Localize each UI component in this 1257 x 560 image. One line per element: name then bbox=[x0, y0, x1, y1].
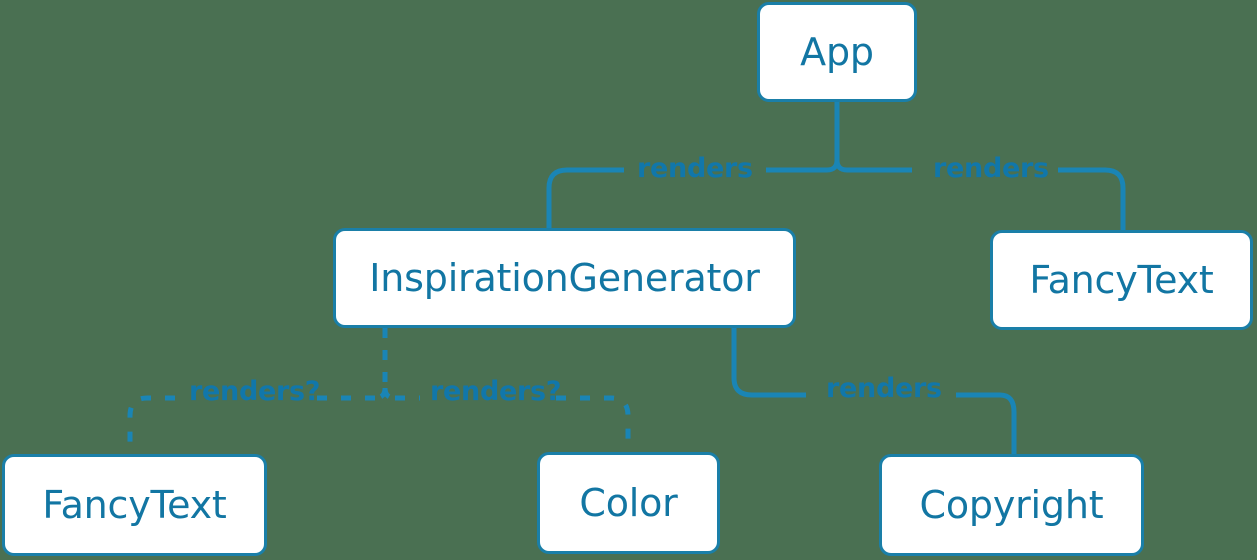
edge-inspiration-to-color-corner bbox=[556, 395, 631, 452]
edge-label-inspiration-to-fancytext: renders? bbox=[189, 376, 321, 407]
edge-app-junction-right bbox=[834, 159, 848, 173]
edge-label-inspiration-to-color: renders? bbox=[430, 376, 562, 407]
node-color[interactable]: Color bbox=[537, 452, 720, 554]
edge-app-to-fancytext-corner bbox=[1104, 167, 1126, 230]
node-inspiration-generator[interactable]: InspirationGenerator bbox=[333, 228, 796, 328]
node-color-label: Color bbox=[579, 481, 678, 525]
edge-inspiration-to-copyright-start bbox=[731, 328, 806, 398]
edge-app-to-inspiration-corner bbox=[546, 167, 568, 228]
edge-label-inspiration-to-copyright: renders bbox=[826, 373, 942, 404]
node-app[interactable]: App bbox=[757, 2, 917, 102]
node-fancytext-left-label: FancyText bbox=[42, 483, 227, 527]
node-fancytext-right[interactable]: FancyText bbox=[990, 230, 1253, 330]
node-fancytext-left[interactable]: FancyText bbox=[2, 454, 267, 556]
edge-inspiration-to-fancytext-corner bbox=[127, 395, 175, 454]
node-copyright[interactable]: Copyright bbox=[879, 454, 1144, 556]
node-copyright-label: Copyright bbox=[919, 483, 1104, 527]
edge-inspiration-to-copyright-end bbox=[956, 392, 1017, 454]
node-fancytext-right-label: FancyText bbox=[1029, 258, 1214, 302]
node-app-label: App bbox=[800, 30, 874, 74]
node-inspiration-generator-label: InspirationGenerator bbox=[369, 256, 760, 300]
edge-inspiration-dashed-junction-right bbox=[382, 387, 396, 401]
edge-label-app-to-inspiration: renders bbox=[637, 153, 753, 184]
edge-label-app-to-fancytext: renders bbox=[933, 153, 1049, 184]
